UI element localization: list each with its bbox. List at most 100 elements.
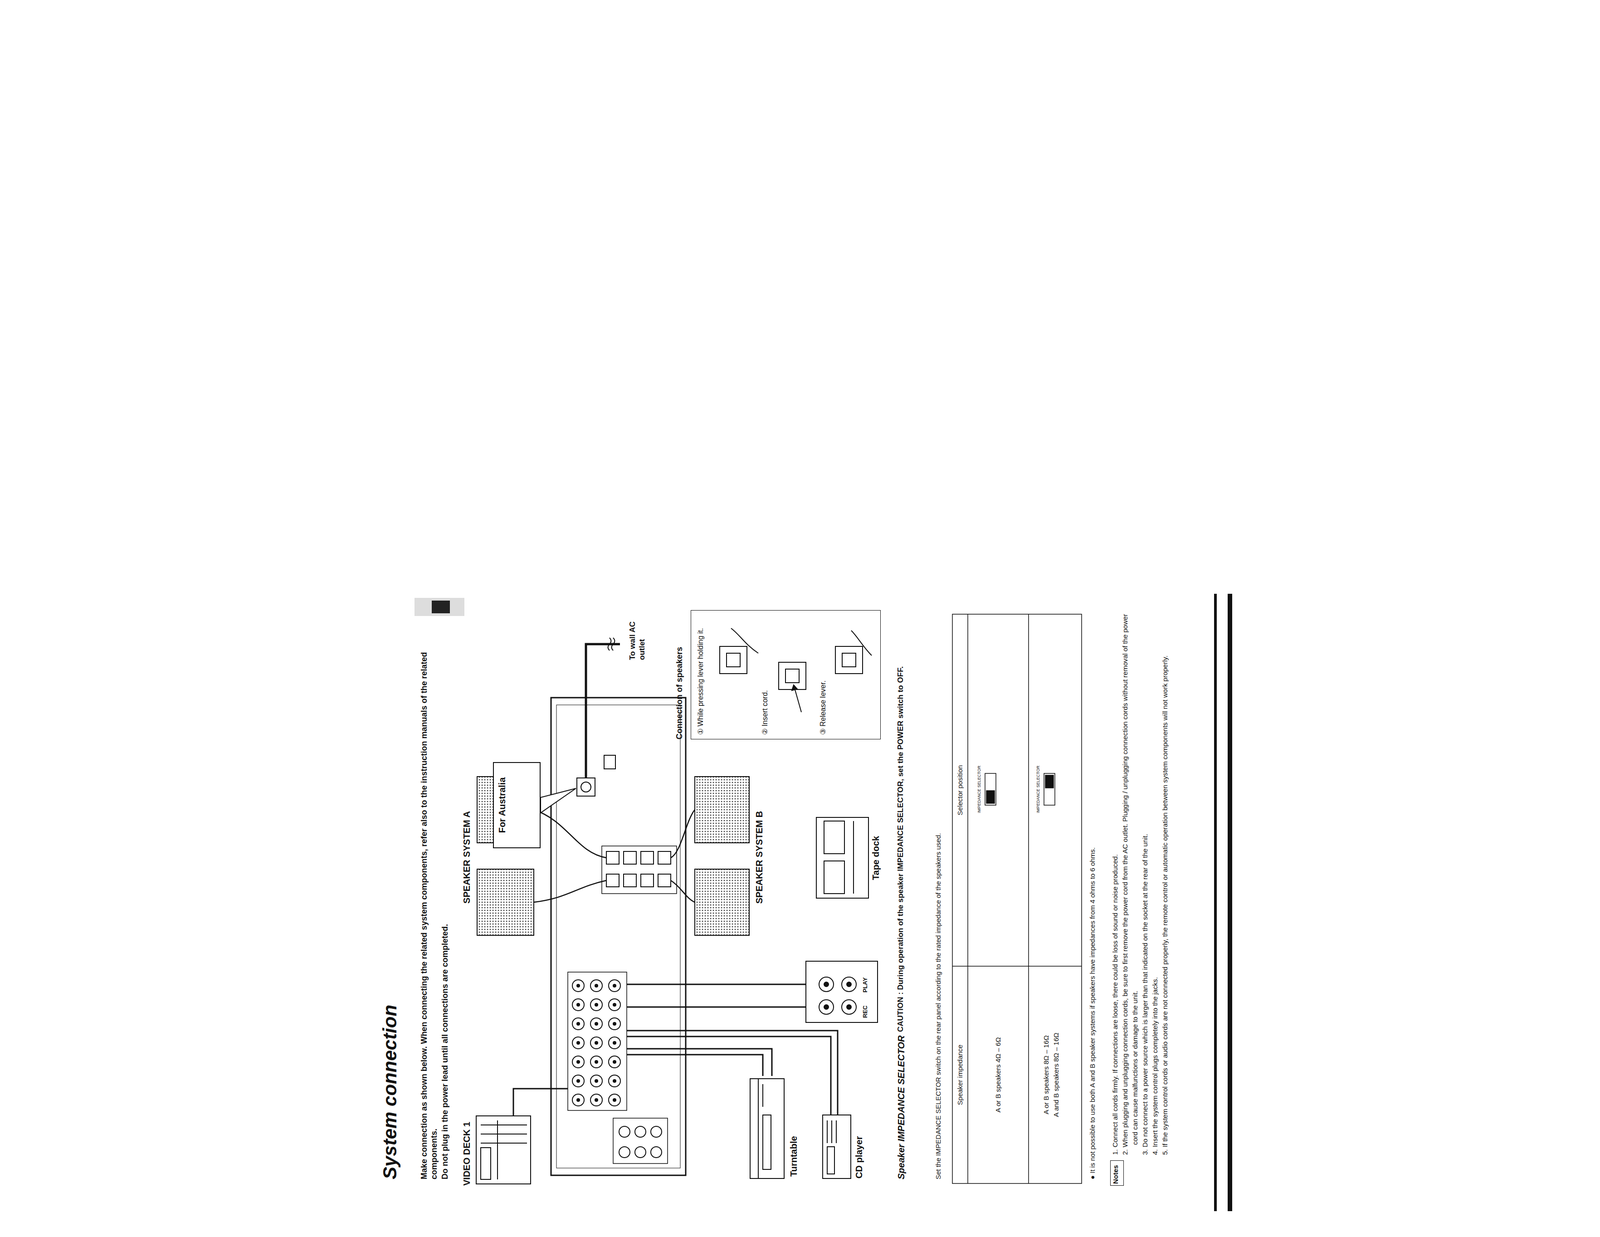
speaker-terminal bbox=[658, 851, 671, 864]
component-name: SPEAKER SYSTEM B bbox=[753, 775, 766, 939]
callout-title: For Australia bbox=[496, 765, 508, 845]
selector-switch bbox=[1043, 773, 1055, 805]
rca-jack bbox=[590, 979, 603, 992]
switch-label: IMPEDANCE SELECTOR bbox=[976, 757, 982, 821]
manual-page: System connectionVIDEO DECK 1SPEAKER SYS… bbox=[377, 591, 1242, 1211]
amplifier-outline bbox=[551, 697, 686, 1176]
cd-player-drawing bbox=[831, 1120, 833, 1143]
tape-dock-drawing bbox=[824, 820, 845, 854]
signal-cable bbox=[626, 1006, 820, 1008]
rca-jack bbox=[590, 1017, 603, 1030]
rca-jack bbox=[572, 1074, 585, 1087]
rca-jack-pin bbox=[612, 1040, 617, 1045]
amplifier-outline bbox=[613, 1117, 668, 1164]
rca-jack bbox=[608, 1017, 621, 1030]
page-icon bbox=[414, 597, 465, 616]
speaker-terminal bbox=[640, 851, 654, 864]
speaker-wire bbox=[670, 809, 695, 858]
panel-border bbox=[690, 609, 881, 740]
rca-jack-pin bbox=[594, 1059, 599, 1064]
step-text: ③ Release lever. bbox=[818, 614, 828, 735]
turntable-drawing bbox=[762, 1083, 764, 1107]
rca-jack bbox=[608, 1093, 621, 1106]
video-deck-drawing bbox=[476, 1115, 531, 1184]
component-turntable: Turntable bbox=[748, 1073, 805, 1181]
tape-dock-drawing bbox=[824, 860, 845, 894]
panel-heading: Connection of speakers bbox=[674, 609, 685, 740]
component-name: CD player bbox=[853, 1112, 865, 1179]
table-grid bbox=[952, 965, 1082, 967]
speaker-wire bbox=[533, 809, 607, 858]
rca-jack-pin bbox=[594, 983, 599, 988]
amplifier-outline bbox=[556, 704, 681, 1168]
power-cord bbox=[585, 643, 620, 778]
rear-panel-jacks bbox=[572, 851, 671, 1158]
cd-player-drawing bbox=[835, 1120, 837, 1143]
callout-pointer bbox=[540, 788, 576, 813]
speaker-wire bbox=[533, 809, 695, 903]
page-edge-bar bbox=[1215, 593, 1230, 1211]
tape-jack-closeup bbox=[841, 976, 857, 992]
page-icon bbox=[414, 597, 465, 616]
video-deck-drawing bbox=[497, 1120, 498, 1180]
component-video-deck: VIDEO DECK 1 bbox=[461, 1108, 532, 1186]
cord-break bbox=[608, 637, 612, 651]
video-jack bbox=[619, 1146, 630, 1158]
tape-jack-closeup bbox=[805, 960, 878, 1023]
jack-label: REC bbox=[861, 1005, 869, 1018]
rca-jack-pin bbox=[594, 1040, 599, 1045]
intro-warning: Do not plug in the power lead until all … bbox=[439, 616, 450, 1180]
notes-title: Notes bbox=[1111, 1164, 1121, 1184]
table-cell: A or B speakers 4Ω – 6Ω bbox=[994, 965, 1003, 1184]
rca-jack-pin bbox=[576, 1040, 581, 1045]
turntable-drawing bbox=[757, 1078, 759, 1179]
cord-break bbox=[611, 637, 615, 651]
rca-jack bbox=[608, 998, 621, 1011]
selector-switch bbox=[985, 773, 1055, 805]
rca-jack-pin bbox=[576, 1097, 581, 1102]
amplifier-outline bbox=[604, 755, 616, 769]
terminal-sketch bbox=[778, 662, 806, 690]
video-jack bbox=[619, 1126, 630, 1137]
component-name: Tape dock bbox=[870, 815, 882, 900]
rca-jack bbox=[590, 998, 603, 1011]
rca-jack-pin bbox=[612, 983, 617, 988]
table-grid bbox=[1028, 614, 1030, 1184]
speaker-cabinet bbox=[477, 868, 534, 936]
notes-list: 1. Connect all cords firmly. If connecti… bbox=[1110, 612, 1171, 1155]
table-cell: A or B speakers 8Ω – 16Ω bbox=[1042, 965, 1051, 1184]
video-deck-drawing bbox=[476, 1115, 531, 1184]
signal-cable bbox=[626, 1036, 831, 1115]
step-text: ② Insert cord. bbox=[760, 614, 770, 735]
rca-jack bbox=[572, 979, 585, 992]
table-grid bbox=[967, 614, 969, 1184]
caution-text: CAUTION : During operation of the speake… bbox=[895, 609, 906, 1032]
rca-jack-pin bbox=[576, 1021, 581, 1026]
video-jack bbox=[634, 1146, 646, 1158]
notes-tag: Notes bbox=[1110, 1160, 1124, 1186]
jack-label: PLAY bbox=[861, 977, 869, 993]
body-text: Set the IMPEDANCE SELECTOR switch on the… bbox=[934, 612, 943, 1180]
rca-jack bbox=[608, 1074, 621, 1087]
note-item: 4. Insert the system control plugs compl… bbox=[1150, 612, 1161, 1155]
rca-jack bbox=[590, 1036, 603, 1049]
component-tape-dock: Tape dock bbox=[814, 815, 886, 900]
callout-box: For Australia bbox=[492, 761, 541, 849]
terminal-sketch bbox=[851, 630, 872, 656]
table-cell: A and B speakers 8Ω – 16Ω bbox=[1052, 965, 1061, 1184]
rca-jack-pin bbox=[612, 1002, 617, 1007]
cd-player-drawing bbox=[822, 1114, 851, 1179]
bullet-note: ● It is not possible to use both A and B… bbox=[1088, 612, 1098, 1180]
rca-jack-pin bbox=[594, 1021, 599, 1026]
intro-text: Make connection as shown below. When con… bbox=[419, 616, 440, 1180]
signal-cable bbox=[513, 984, 838, 1116]
step-text: ① While pressing lever holding it. bbox=[696, 614, 706, 735]
terminal-sketch bbox=[791, 684, 798, 691]
signal-cable bbox=[626, 1030, 838, 1115]
rca-jack bbox=[608, 1055, 621, 1068]
instruction-panel: Connection of speakers ① While pressing l… bbox=[674, 609, 881, 740]
video-jack bbox=[650, 1146, 662, 1158]
note-item: 2. When plugging and unplugging connecti… bbox=[1120, 612, 1141, 1155]
note-item: 5. If the system control cords or audio … bbox=[1160, 612, 1171, 1155]
cd-player-drawing bbox=[822, 1114, 851, 1179]
